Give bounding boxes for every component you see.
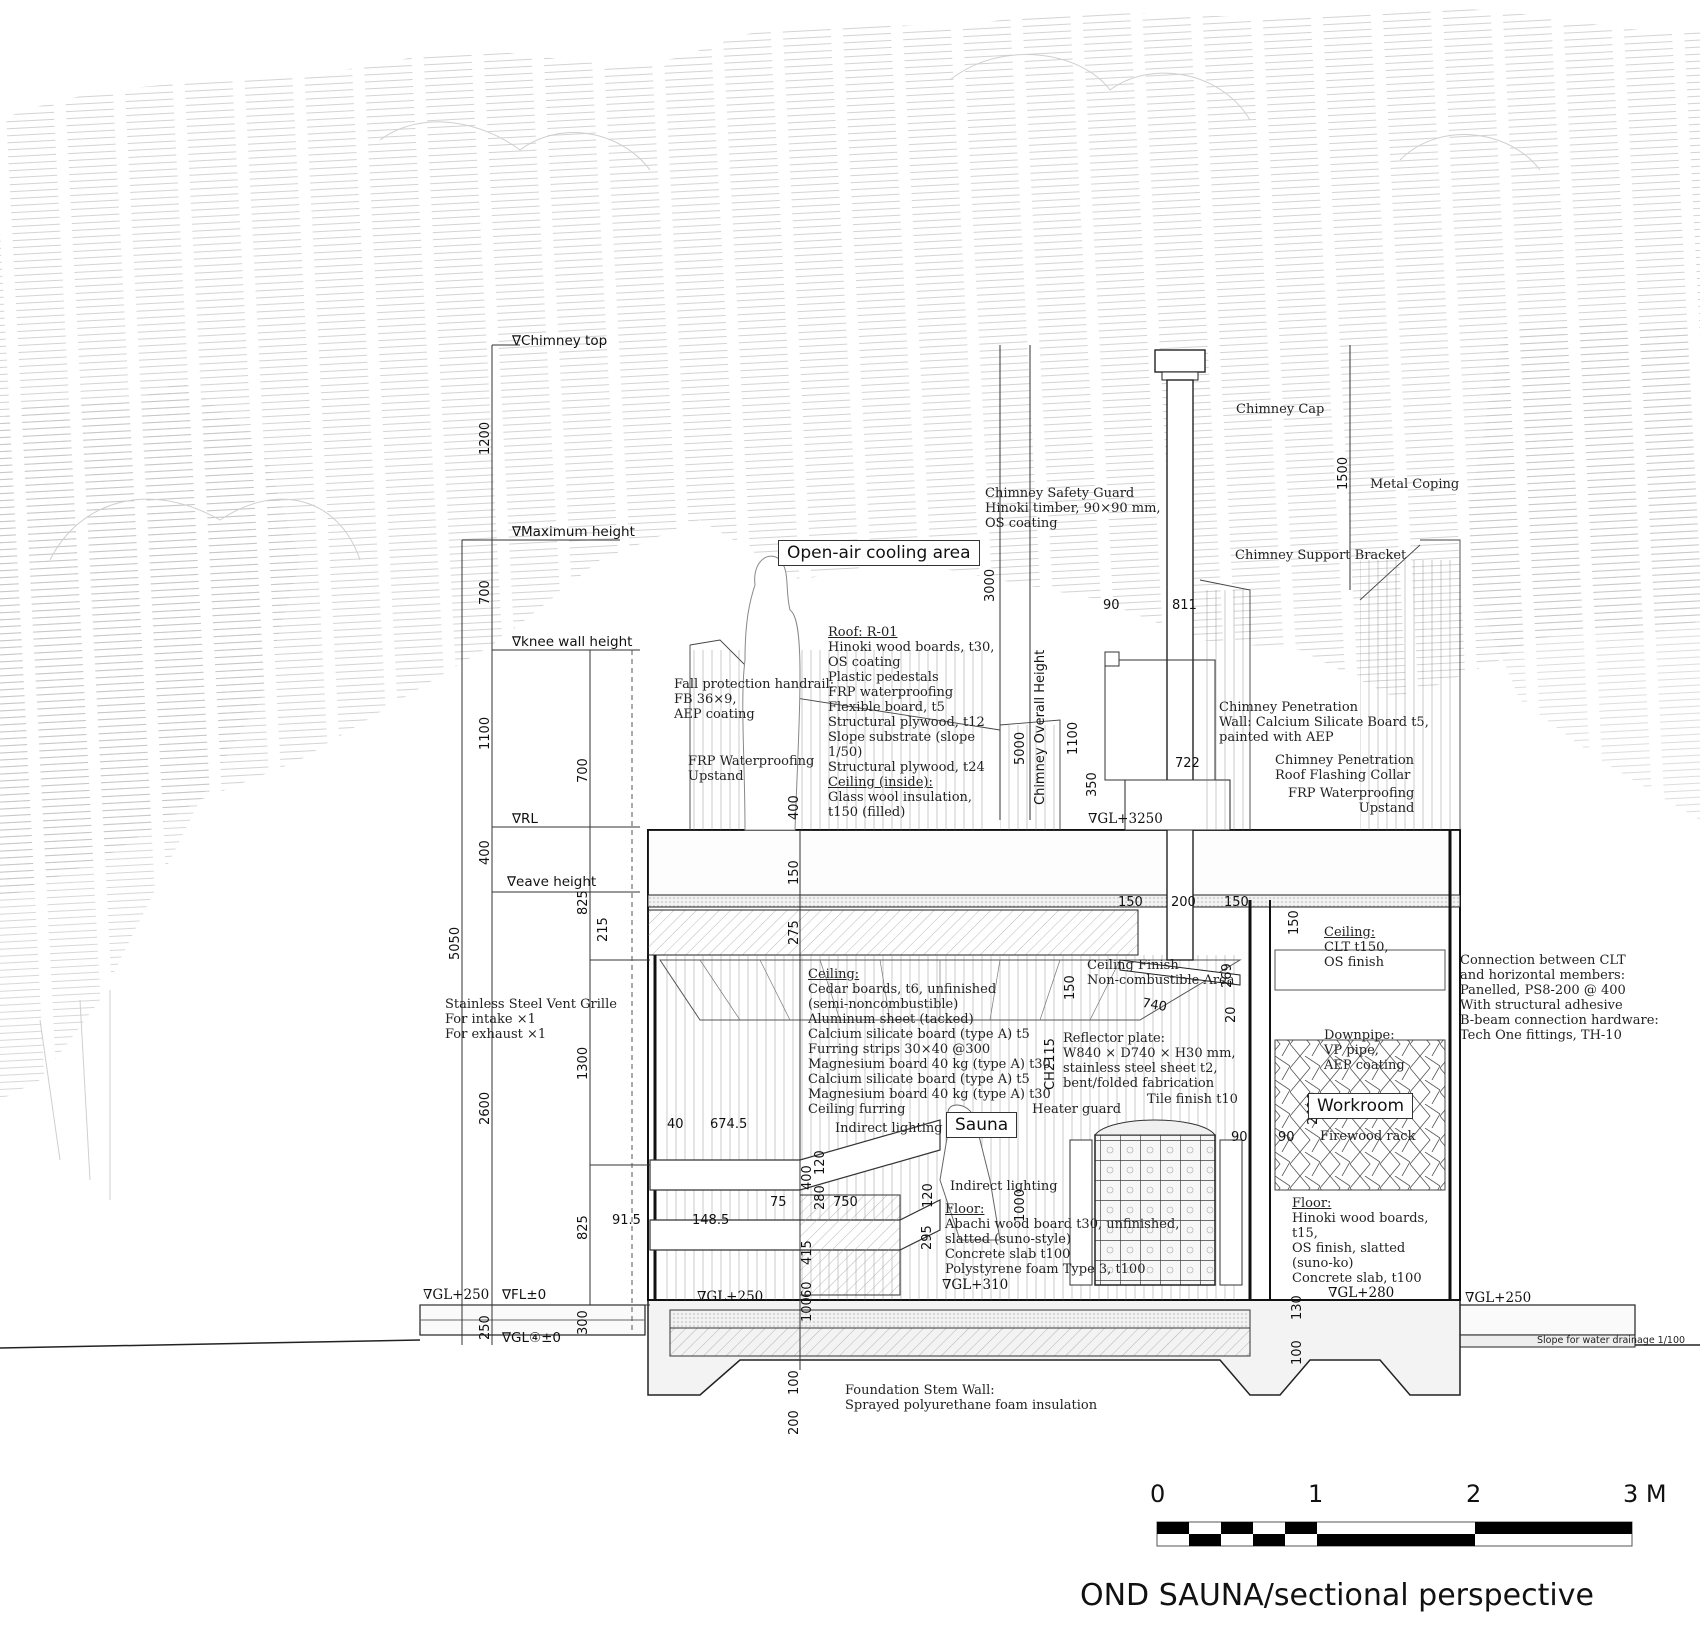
dim-415: 415 bbox=[800, 1240, 815, 1265]
scale-tick-3m: 3 M bbox=[1623, 1480, 1667, 1508]
level-gl-zero: ∇GL④±0 bbox=[502, 1330, 562, 1346]
scale-bar-graphic bbox=[1156, 1521, 1633, 1547]
dim-295: 295 bbox=[920, 1225, 935, 1250]
dim-275: 275 bbox=[787, 920, 802, 945]
dim-5050: 5050 bbox=[448, 926, 463, 960]
note-sauna-ceiling: Ceiling: Cedar boards, t6, unfinished (s… bbox=[808, 967, 1051, 1117]
dim-100b: 100 bbox=[1290, 1340, 1305, 1365]
dim-400b: 400 bbox=[787, 795, 802, 820]
dim-400: 400 bbox=[478, 840, 493, 865]
level-knee-wall-height: ∇knee wall height bbox=[512, 634, 633, 650]
scale-tick-0: 0 bbox=[1150, 1480, 1166, 1508]
dim-825a: 825 bbox=[576, 890, 591, 915]
dim-1500: 1500 bbox=[1336, 456, 1351, 490]
dim-1300: 1300 bbox=[576, 1046, 591, 1080]
dim-90b: 90 bbox=[1231, 1130, 1248, 1145]
note-fall-protection-handrail: Fall protection handrail: FB 36×9, AEP c… bbox=[674, 677, 835, 722]
note-chimney-support-bracket: Chimney Support Bracket bbox=[1235, 548, 1407, 563]
level-rl: ∇RL bbox=[512, 811, 538, 827]
note-foundation-stem-wall: Foundation Stem Wall: Sprayed polyuretha… bbox=[845, 1383, 1098, 1413]
dim-700b: 700 bbox=[576, 758, 591, 783]
dim-280: 280 bbox=[813, 1185, 828, 1210]
dim-215: 215 bbox=[596, 917, 611, 942]
level-gl250-right: ∇GL+250 bbox=[1465, 1290, 1532, 1306]
note-frp-upstand-right: FRP Waterproofing Upstand bbox=[1288, 786, 1415, 816]
dim-350: 350 bbox=[1085, 772, 1100, 797]
level-maximum-height: ∇Maximum height bbox=[512, 524, 635, 540]
dim-120: 120 bbox=[813, 1150, 828, 1175]
dim-60: 60 bbox=[800, 1281, 815, 1298]
note-frp-upstand-left: FRP Waterproofing Upstand bbox=[688, 754, 815, 784]
dim-150d: 150 bbox=[1287, 910, 1302, 935]
dim-5000: 5000 bbox=[1013, 731, 1028, 765]
dim-90c: 90 bbox=[1278, 1130, 1295, 1145]
chimney-overall-height: Chimney Overall Height bbox=[1033, 649, 1048, 805]
scale-tick-1: 1 bbox=[1308, 1480, 1324, 1508]
level-fl-zero: ∇FL±0 bbox=[502, 1287, 547, 1303]
dim-722: 722 bbox=[1175, 756, 1200, 771]
dim-150e: 150 bbox=[1063, 975, 1078, 1000]
dim-75: 75 bbox=[770, 1195, 787, 1210]
dim-825b: 825 bbox=[576, 1215, 591, 1240]
level-gl280: ∇GL+280 bbox=[1328, 1285, 1395, 1301]
scale-tick-2: 2 bbox=[1466, 1480, 1482, 1508]
dim-200b: 200 bbox=[787, 1410, 802, 1435]
note-metal-coping: Metal Coping bbox=[1370, 477, 1460, 492]
room-label-open-air-cooling-area: Open-air cooling area bbox=[778, 540, 980, 566]
note-chimney-cap: Chimney Cap bbox=[1236, 402, 1325, 417]
level-gl310: ∇GL+310 bbox=[942, 1277, 1009, 1293]
dim-150c: 150 bbox=[1224, 895, 1249, 910]
dim-20: 20 bbox=[1224, 1006, 1239, 1023]
dim-674-5: 674.5 bbox=[710, 1117, 748, 1132]
dim-120b: 120 bbox=[921, 1183, 936, 1208]
dim-2600: 2600 bbox=[478, 1091, 493, 1125]
dim-91-5: 91.5 bbox=[612, 1213, 641, 1228]
note-chimney-penetration-wall: Chimney Penetration Wall: Calcium Silica… bbox=[1219, 700, 1429, 745]
dim-148-5: 148.5 bbox=[692, 1213, 730, 1228]
dim-750: 750 bbox=[833, 1195, 858, 1210]
note-indirect-lighting-upper: Indirect lighting bbox=[835, 1121, 943, 1136]
note-chimney-safety-guard: Chimney Safety Guard Hinoki timber, 90×9… bbox=[985, 486, 1161, 531]
level-gl3250: ∇GL+3250 bbox=[1088, 811, 1163, 827]
dim-200: 200 bbox=[1171, 895, 1196, 910]
dim-40: 40 bbox=[667, 1117, 684, 1132]
note-heater-guard: Heater guard bbox=[1032, 1102, 1122, 1117]
dim-150b: 150 bbox=[1118, 895, 1143, 910]
dim-3000: 3000 bbox=[983, 568, 998, 602]
note-reflector-plate: Reflector plate: W840 × D740 × H30 mm, s… bbox=[1063, 1031, 1236, 1091]
note-ceiling-finish: Ceiling Finish Non-combustible Area bbox=[1087, 958, 1235, 988]
dim-100c: 100 bbox=[787, 1370, 802, 1395]
note-roof-flashing-collar: Chimney Penetration Roof Flashing Collar bbox=[1275, 753, 1415, 783]
dim-1100: 1100 bbox=[478, 716, 493, 750]
note-indirect-lighting-lower: Indirect lighting bbox=[950, 1179, 1058, 1194]
note-workroom-ceiling: Ceiling: CLT t150, OS finish bbox=[1324, 925, 1389, 970]
dim-700: 700 bbox=[478, 580, 493, 605]
level-eave-height: ∇eave height bbox=[507, 874, 597, 890]
dim-250: 250 bbox=[478, 1315, 493, 1340]
level-chimney-top: ∇Chimney top bbox=[512, 333, 608, 349]
room-label-workroom: Workroom bbox=[1308, 1093, 1414, 1119]
note-downpipe: Downpipe: VP pipe, AEP coating bbox=[1324, 1028, 1405, 1073]
dim-130: 130 bbox=[1290, 1295, 1305, 1320]
dim-90a: 90 bbox=[1103, 598, 1120, 613]
note-slope-drainage: Slope for water drainage 1/100 bbox=[1537, 1335, 1686, 1346]
dim-300: 300 bbox=[576, 1310, 591, 1335]
level-gl250-inner: ∇GL+250 bbox=[697, 1289, 764, 1305]
note-firewood-rack: Firewood rack bbox=[1320, 1129, 1416, 1144]
level-gl250-left: ∇GL+250 bbox=[423, 1287, 490, 1303]
dim-1200: 1200 bbox=[478, 421, 493, 455]
note-workroom-floor: Floor: Hinoki wood boards, t15, OS finis… bbox=[1292, 1196, 1429, 1286]
note-tile-finish: Tile finish t10 bbox=[1147, 1092, 1238, 1107]
note-vent-grille: Stainless Steel Vent Grille For intake ×… bbox=[445, 997, 617, 1042]
dim-811: 811 bbox=[1172, 598, 1197, 613]
dim-1100b: 1100 bbox=[1066, 721, 1081, 755]
dim-150a: 150 bbox=[787, 860, 802, 885]
room-label-sauna: Sauna bbox=[946, 1112, 1018, 1138]
note-roof-r01: Roof: R-01 Hinoki wood boards, t30, OS c… bbox=[828, 625, 995, 820]
dim-100a: 100 bbox=[800, 1297, 815, 1322]
note-sauna-floor: Floor: Abachi wood board t30, unfinished… bbox=[945, 1202, 1180, 1277]
note-clt-connection: Connection between CLT and horizontal me… bbox=[1460, 953, 1659, 1043]
drawing-title: OND SAUNA/sectional perspective bbox=[1080, 1578, 1594, 1613]
